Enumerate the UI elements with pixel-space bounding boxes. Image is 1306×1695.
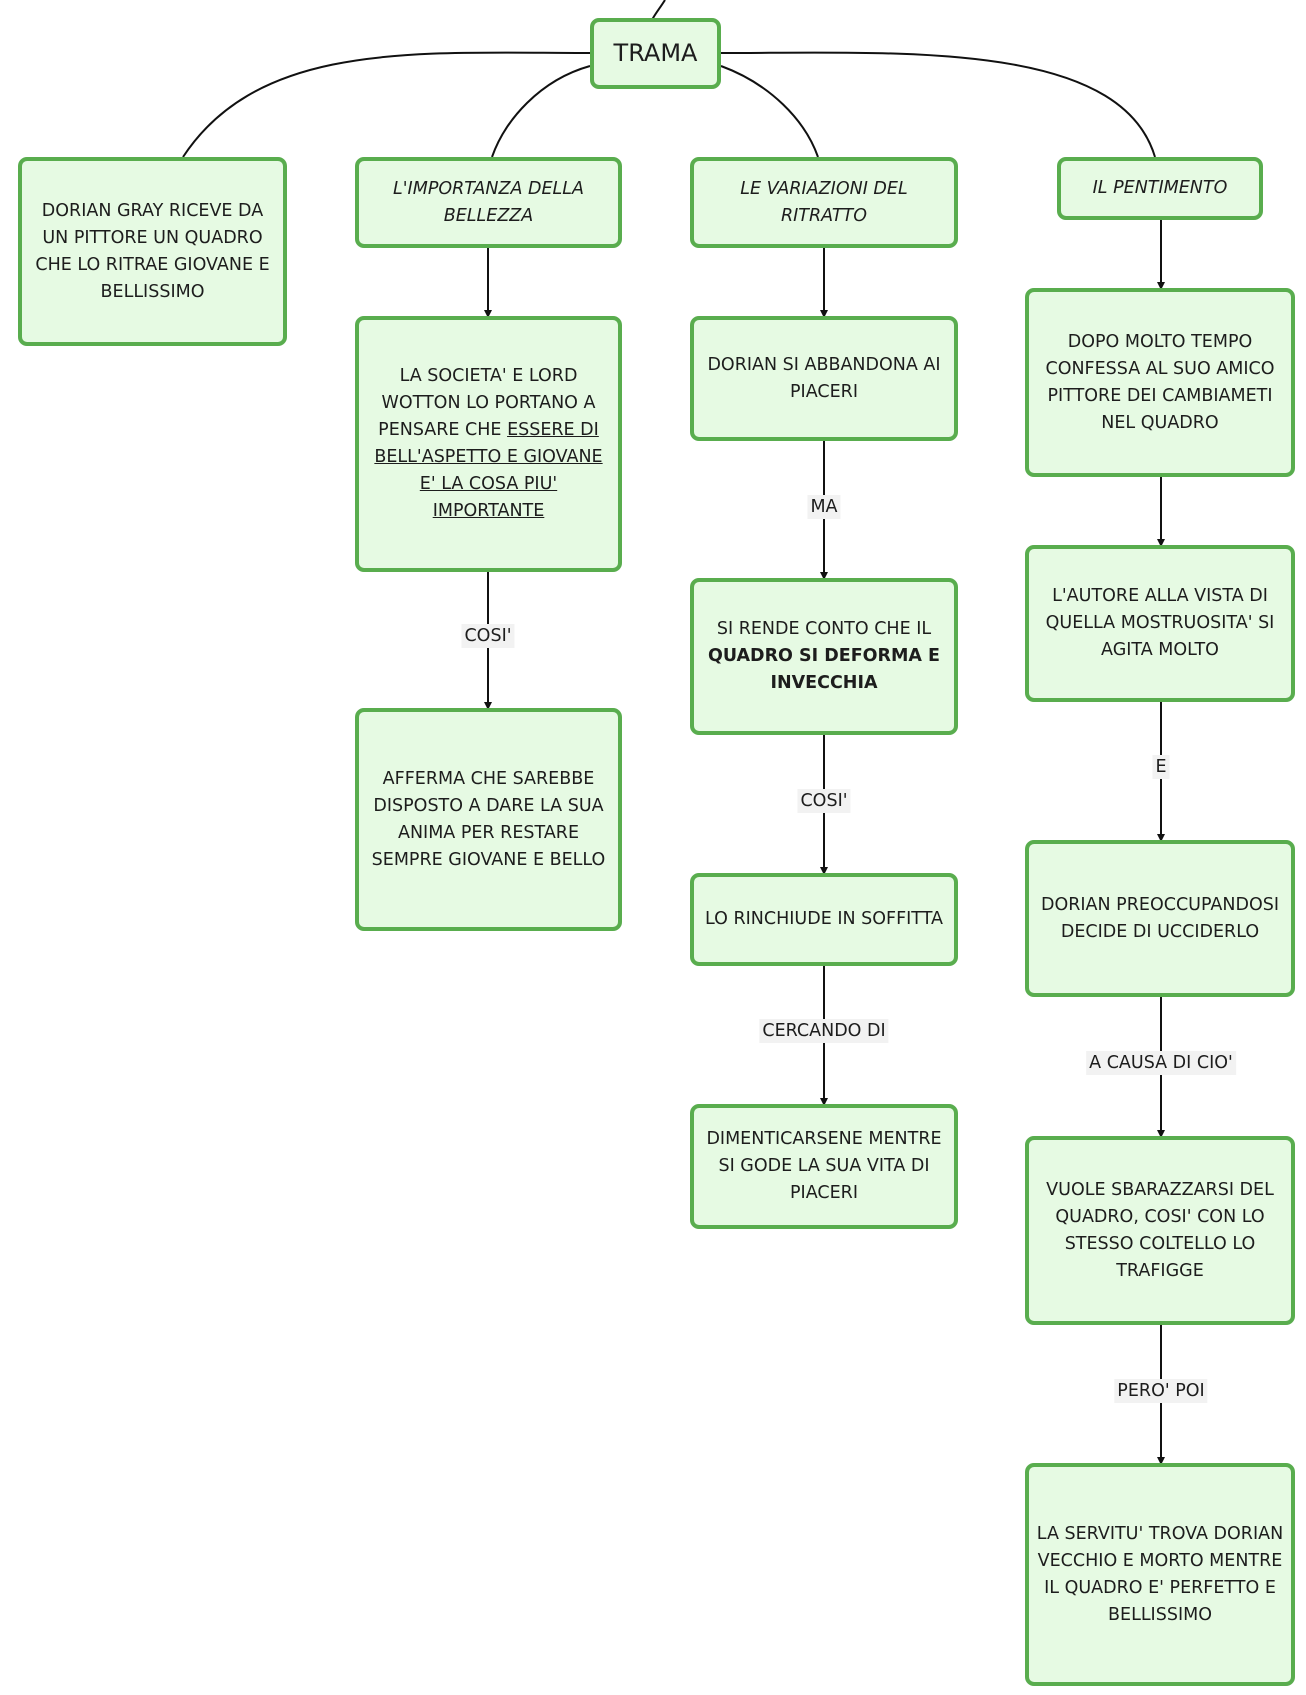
node-decide-ucciderlo: DORIAN PREOCCUPANDOSI DECIDE DI UCCIDERL… bbox=[1025, 840, 1295, 997]
node-dimenticarsene: DIMENTICARSENE MENTRE SI GODE LA SUA VIT… bbox=[690, 1104, 958, 1229]
node-confessa-amico: DOPO MOLTO TEMPO CONFESSA AL SUO AMICO P… bbox=[1025, 288, 1295, 477]
node-sbarazzarsi-quadro: VUOLE SBARAZZARSI DEL QUADRO, COSI' CON … bbox=[1025, 1136, 1295, 1325]
node-afferma-anima: AFFERMA CHE SAREBBE DISPOSTO A DARE LA S… bbox=[355, 708, 622, 931]
connector-trama-pentimento bbox=[720, 51, 1156, 158]
connector-trama-importanza bbox=[491, 65, 591, 158]
node-trama: TRAMA bbox=[590, 18, 721, 89]
link-label-cosi-2: COSI' bbox=[797, 789, 851, 813]
link-label-e: E bbox=[1152, 755, 1170, 779]
societa-text-plain: LA SOCIETA' E LORD WOTTON LO PORTANO A P… bbox=[378, 366, 596, 440]
link-label-cercando-di: CERCANDO DI bbox=[759, 1019, 889, 1043]
node-autore-mostruosita: L'AUTORE ALLA VISTA DI QUELLA MOSTRUOSIT… bbox=[1025, 545, 1295, 702]
node-rende-conto: SI RENDE CONTO CHE IL QUADRO SI DEFORMA … bbox=[690, 578, 958, 735]
rendeconto-text-bold: QUADRO SI DEFORMA E INVECCHIA bbox=[707, 646, 941, 693]
connector-trama-variazioni bbox=[720, 65, 819, 158]
connector-top bbox=[651, 0, 666, 21]
rendeconto-text-plain: SI RENDE CONTO CHE IL bbox=[716, 619, 932, 639]
node-rendeconto-text: SI RENDE CONTO CHE IL QUADRO SI DEFORMA … bbox=[700, 616, 948, 697]
node-riceve-quadro: DORIAN GRAY RICEVE DA UN PITTORE UN QUAD… bbox=[18, 157, 287, 346]
node-variazioni-ritratto: LE VARIAZIONI DEL RITRATTO bbox=[690, 157, 958, 248]
node-abbandona-piaceri: DORIAN SI ABBANDONA AI PIACERI bbox=[690, 316, 958, 441]
node-societa-text: LA SOCIETA' E LORD WOTTON LO PORTANO A P… bbox=[365, 363, 612, 525]
link-label-cosi-1: COSI' bbox=[461, 624, 515, 648]
node-importanza-bellezza: L'IMPORTANZA DELLA BELLEZZA bbox=[355, 157, 622, 248]
node-pentimento: IL PENTIMENTO bbox=[1057, 157, 1263, 220]
societa-text-underlined: ESSERE DI BELL'ASPETTO E GIOVANE E' LA C… bbox=[374, 420, 603, 521]
link-label-ma: MA bbox=[807, 495, 841, 519]
connector-trama-ricevequadro bbox=[182, 51, 591, 158]
node-servitu-trova: LA SERVITU' TROVA DORIAN VECCHIO E MORTO… bbox=[1025, 1463, 1295, 1686]
node-rinchiude-soffitta: LO RINCHIUDE IN SOFFITTA bbox=[690, 873, 958, 966]
link-label-a-causa-di-cio: A CAUSA DI CIO' bbox=[1086, 1051, 1236, 1075]
node-societa-wotton: LA SOCIETA' E LORD WOTTON LO PORTANO A P… bbox=[355, 316, 622, 572]
link-label-pero-poi: PERO' POI bbox=[1114, 1379, 1208, 1403]
